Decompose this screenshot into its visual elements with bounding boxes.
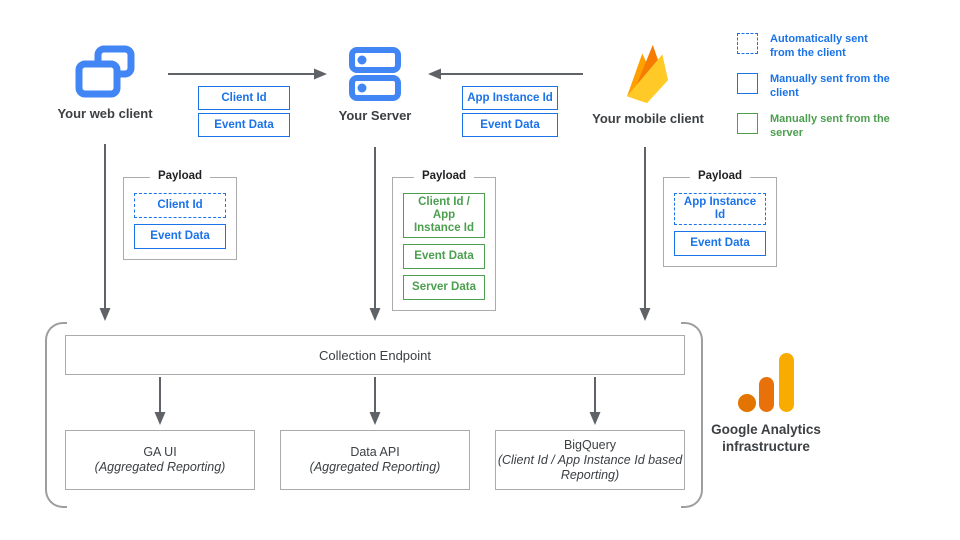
dashed-blue-swatch	[737, 33, 758, 54]
payload-item-event-data: Event Data	[134, 224, 226, 249]
solid-blue-swatch	[737, 73, 758, 94]
payload-mobile-items: App Instance Id Event Data	[664, 178, 776, 266]
bigquery-subtitle: (Client Id / App Instance Id based Repor…	[497, 452, 683, 482]
ga-ui-box: GA UI (Aggregated Reporting)	[65, 430, 255, 490]
server-label: Your Server	[338, 108, 412, 123]
tag-client-id: Client Id	[198, 86, 290, 110]
payload-item-app-instance-id: App Instance Id	[674, 193, 766, 225]
payload-mobile: Payload App Instance Id Event Data	[663, 170, 777, 267]
payload-server-title: Payload	[413, 170, 475, 182]
payload-item-client-or-app-instance-id: Client Id / App Instance Id	[403, 193, 485, 238]
legend-label: Manually sent from the client	[770, 73, 890, 99]
ga-ui-subtitle: (Aggregated Reporting)	[94, 460, 226, 474]
tag-app-instance-id: App Instance Id	[462, 86, 558, 110]
node-mobile-client: Your mobile client	[583, 42, 713, 126]
payload-mobile-title: Payload	[689, 170, 751, 182]
legend-label: Automatically sent from the client	[770, 33, 868, 59]
front-window-shape	[75, 60, 121, 98]
ga-ui-title: GA UI	[143, 445, 177, 459]
payload-web-title: Payload	[149, 170, 211, 182]
firebase-middle-spike	[634, 44, 661, 90]
server-icon	[349, 47, 401, 101]
firebase-icon	[627, 44, 669, 104]
data-api-box: Data API (Aggregated Reporting)	[280, 430, 470, 490]
payload-server-items: Client Id / App Instance Id Event Data S…	[393, 178, 495, 310]
data-api-title: Data API	[350, 445, 400, 459]
server-rack-top	[349, 47, 401, 73]
legend-item-manual-server: Manually sent from the server	[737, 113, 895, 140]
tag-event-data-mobile: Event Data	[462, 113, 558, 137]
bigquery-box: BigQuery (Client Id / App Instance Id ba…	[495, 430, 685, 490]
web-client-icon	[75, 45, 135, 98]
legend-label: Manually sent from the server	[770, 113, 890, 139]
server-led-bottom	[357, 83, 367, 93]
payload-server: Payload Client Id / App Instance Id Even…	[392, 170, 496, 311]
server-rack-bottom	[349, 75, 401, 101]
node-server: Your Server	[310, 46, 440, 123]
google-analytics-infrastructure-label: Google Analytics infrastructure	[711, 422, 821, 454]
payload-item-client-id: Client Id	[134, 193, 226, 218]
google-analytics-logo-tall-bar	[779, 353, 794, 412]
payload-item-event-data: Event Data	[403, 244, 485, 269]
server-led-top	[357, 55, 367, 65]
firebase-main-flame	[627, 54, 669, 104]
firebase-left-spike	[627, 53, 651, 97]
bigquery-title: BigQuery	[563, 437, 617, 452]
collection-endpoint-box: Collection Endpoint	[65, 335, 685, 375]
node-web-client: Your web client	[40, 44, 170, 121]
mobile-client-label: Your mobile client	[592, 111, 704, 126]
payload-web-items: Client Id Event Data	[124, 178, 236, 259]
infrastructure-bracket-left	[45, 322, 67, 508]
payload-item-event-data: Event Data	[674, 231, 766, 256]
tag-event-data-web: Event Data	[198, 113, 290, 137]
data-api-subtitle: (Aggregated Reporting)	[309, 460, 441, 474]
google-analytics-logo-mid-bar	[759, 377, 774, 412]
payload-web: Payload Client Id Event Data	[123, 170, 237, 260]
solid-green-swatch	[737, 113, 758, 134]
payload-item-server-data: Server Data	[403, 275, 485, 300]
legend-item-auto-client: Automatically sent from the client	[737, 33, 895, 60]
google-analytics-logo-dot	[738, 394, 756, 412]
legend-item-manual-client: Manually sent from the client	[737, 73, 895, 100]
web-client-label: Your web client	[57, 106, 153, 121]
